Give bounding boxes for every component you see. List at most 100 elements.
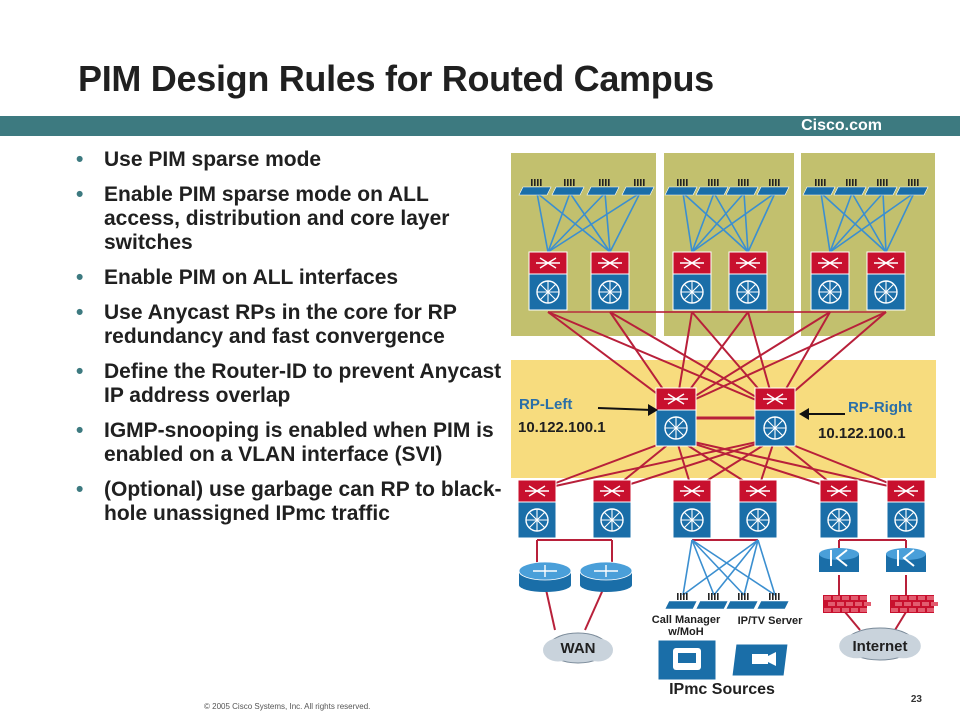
bullet-item: Use PIM sparse mode [76, 148, 506, 172]
access-switch-icon [725, 593, 759, 610]
bullet-item: (Optional) use garbage can RP to black-h… [76, 478, 506, 526]
multilayer-switch-icon [672, 251, 712, 311]
content-switch-icon [886, 548, 926, 572]
link-line [544, 584, 556, 631]
link-line [882, 192, 887, 253]
cloud-icon [839, 627, 921, 661]
rp-right-label: RP-Right [848, 399, 912, 416]
link-line [691, 192, 776, 253]
title-bar [0, 116, 960, 136]
link-line [547, 192, 571, 253]
access-switch-icon [695, 179, 729, 196]
link-line [675, 437, 840, 491]
link-line [609, 192, 641, 253]
iptv-server-label: IP/TV Server [738, 615, 804, 627]
link-line [713, 192, 749, 253]
router-icon [579, 561, 633, 592]
call-manager-icon [657, 639, 717, 681]
link-line [682, 192, 693, 253]
firewall-icon [890, 595, 938, 613]
page-number: 23 [910, 694, 922, 705]
multilayer-switch-icon [590, 251, 630, 311]
link-line [894, 611, 907, 631]
bullet-item: Enable PIM sparse mode on ALL access, di… [76, 183, 506, 255]
link-line [743, 192, 749, 253]
firewall-icon [823, 595, 871, 613]
link-line [820, 192, 887, 253]
rp-left-label: RP-Left [519, 396, 572, 413]
link-line [675, 311, 831, 409]
link-line [547, 311, 776, 409]
link-line [747, 192, 776, 253]
bullet-item: Define the Router-ID to prevent Anycast … [76, 360, 506, 408]
link-line [682, 192, 749, 253]
link-line [851, 192, 887, 253]
multilayer-switch-icon [738, 479, 778, 539]
access-switch-icon [695, 593, 729, 610]
link-line [547, 192, 641, 253]
link-line [536, 192, 611, 253]
link-line [547, 311, 677, 409]
link-line [820, 192, 831, 253]
network-diagram: RP-Left 10.122.100.1 RP-Right 10.122.100… [511, 153, 938, 698]
link-line [691, 539, 745, 596]
access-switch-icon [802, 179, 836, 196]
multilayer-switch-icon [528, 251, 568, 311]
link-line [547, 192, 606, 253]
link-line [682, 539, 693, 596]
multilayer-switch-icon [728, 251, 768, 311]
bullet-item: IGMP-snooping is enabled when PIM is ena… [76, 419, 506, 467]
multilayer-switch-icon [866, 251, 906, 311]
slide-title: PIM Design Rules for Routed Campus [78, 58, 714, 99]
link-line [829, 192, 853, 253]
access-switch-icon [664, 593, 698, 610]
arrow-icon [597, 404, 658, 416]
bullet-item: Use Anycast RPs in the core for RP redun… [76, 301, 506, 349]
access-switch-icon [551, 179, 585, 196]
link-line [675, 311, 887, 409]
cisco-brand: Cisco.com [801, 117, 882, 134]
cloud-icon [543, 632, 613, 664]
link-line [611, 437, 776, 491]
iptv-server-icon [731, 643, 789, 677]
call-manager-label-sub: w/MoH [667, 626, 703, 638]
access-switch-icon [756, 179, 790, 196]
link-line [536, 437, 776, 491]
access-switch-icon [756, 593, 790, 610]
ipmc-sources-label: IPmc Sources [669, 681, 775, 698]
link-line [604, 192, 611, 253]
link-line [609, 311, 776, 409]
link-line [691, 539, 776, 596]
link-line [675, 437, 907, 491]
multilayer-switch-icon [592, 479, 632, 539]
link-line [713, 539, 759, 596]
link-line [536, 192, 549, 253]
access-switch-icon [621, 179, 655, 196]
access-switch-icon [833, 179, 867, 196]
link-line [691, 192, 715, 253]
multilayer-switch-icon [754, 387, 796, 447]
rp-right-ip: 10.122.100.1 [818, 425, 906, 442]
access-switch-icon [895, 179, 929, 196]
link-line [743, 539, 759, 596]
link-line [569, 192, 611, 253]
rp-left-ip: 10.122.100.1 [518, 419, 606, 436]
multilayer-switch-icon [655, 387, 697, 447]
link-line [536, 437, 677, 491]
router-icon [518, 561, 572, 592]
bullet-list: Use PIM sparse mode Enable PIM sparse mo… [76, 148, 506, 537]
access-switch-icon [518, 179, 552, 196]
link-line [757, 539, 776, 596]
access-switch-icon [725, 179, 759, 196]
multilayer-switch-icon [672, 479, 712, 539]
wan-label: WAN [561, 640, 596, 657]
multilayer-switch-icon [886, 479, 926, 539]
link-line [829, 192, 915, 253]
link-line [885, 192, 915, 253]
access-switch-icon [586, 179, 620, 196]
link-line [584, 584, 606, 631]
arrow-icon [799, 408, 845, 420]
link-line [774, 437, 907, 491]
link-line [691, 539, 715, 596]
multilayer-switch-icon [819, 479, 859, 539]
